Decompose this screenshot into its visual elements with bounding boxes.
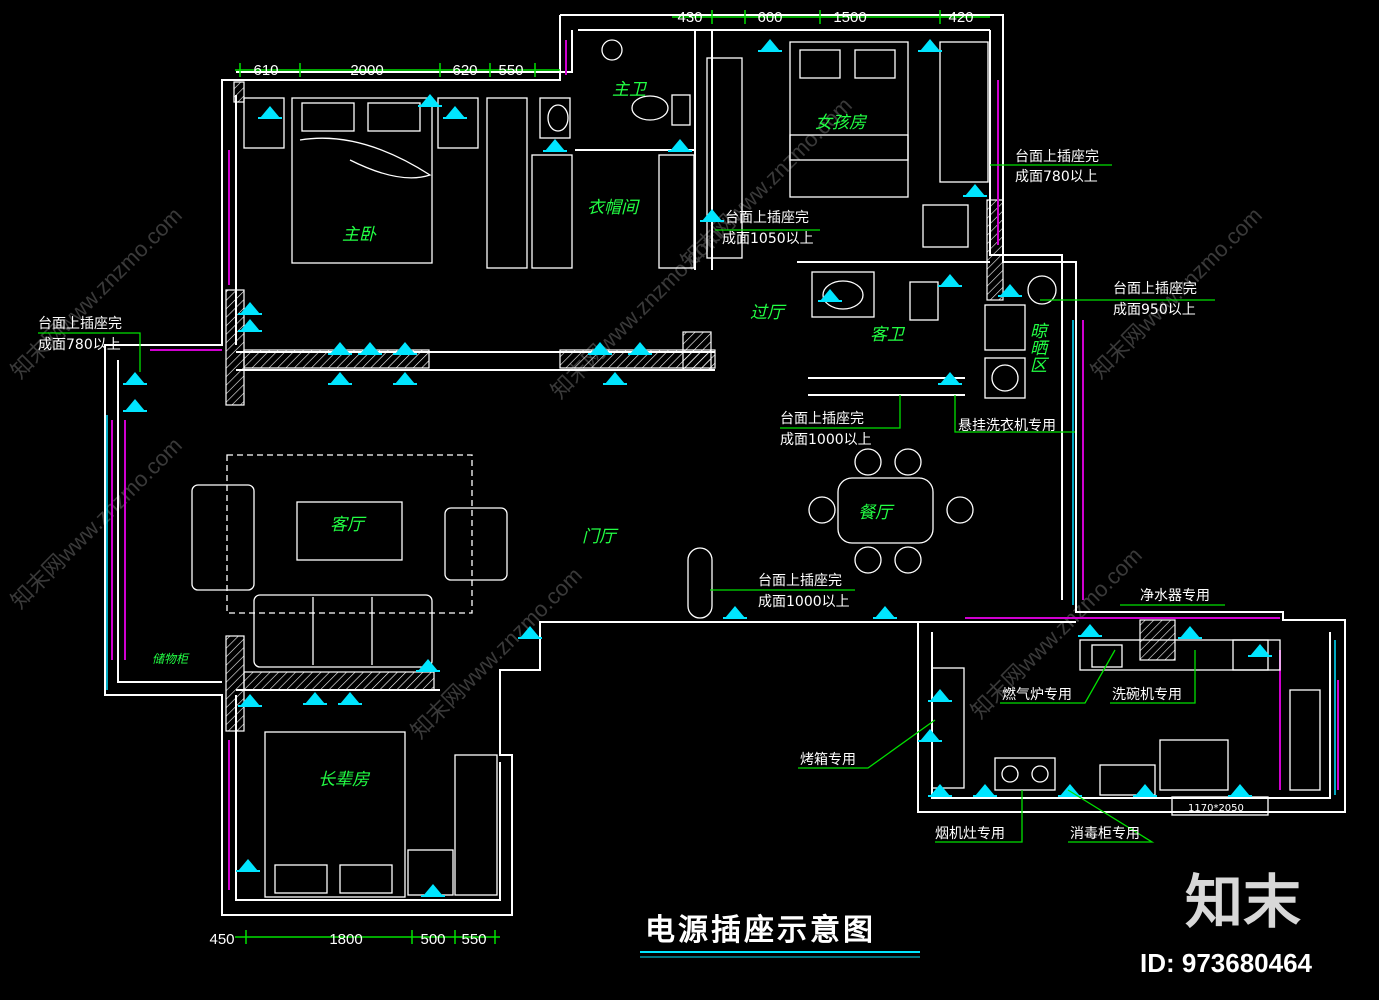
dim-left-3: 620 xyxy=(452,62,477,79)
dimension-lines xyxy=(235,10,990,944)
room-master-bath: 主卫 xyxy=(612,80,648,100)
brand-block: 知末 ID: 973680464 xyxy=(1140,868,1313,978)
note-5-line2: 成面1000以上 xyxy=(780,432,872,448)
note-water-purifier: 净水器专用 xyxy=(1140,588,1210,604)
note-1-line1: 台面上插座完 xyxy=(38,316,122,332)
dim-top-1: 430 xyxy=(677,9,702,26)
shower-icon xyxy=(601,39,623,61)
dim-bottom-3: 500 xyxy=(420,931,445,948)
room-master-bedroom: 主卧 xyxy=(342,225,377,245)
note-oven: 烤箱专用 xyxy=(800,752,856,768)
dim-bottom-1: 450 xyxy=(209,931,234,948)
svg-text:知末网www.znzmo.com: 知末网www.znzmo.com xyxy=(6,202,187,383)
svg-text:知末网www.znzmo.com: 知末网www.znzmo.com xyxy=(6,432,187,613)
dim-top-2: 600 xyxy=(757,9,782,26)
note-dishwasher: 洗碗机专用 xyxy=(1112,687,1182,703)
svg-text:知末网www.znzmo.com: 知末网www.znzmo.com xyxy=(406,562,587,743)
room-corridor-1: 过厅 xyxy=(750,303,787,323)
room-drying: 晾晒区 xyxy=(1026,322,1046,373)
windows xyxy=(106,40,1339,890)
note-sterilizer: 消毒柜专用 xyxy=(1070,826,1140,842)
leader-lines xyxy=(38,164,1225,843)
dim-left-4: 550 xyxy=(498,62,523,79)
note-2-line1: 台面上插座完 xyxy=(725,210,809,226)
bed-icon xyxy=(264,731,454,898)
note-cabinet-size: 1170*2050 xyxy=(1188,803,1244,814)
page-title: 电源插座示意图 xyxy=(645,913,876,948)
dimension-labels: 430 600 1500 420 610 2000 620 550 450 18… xyxy=(209,9,973,948)
annotations: 台面上插座完 成面780以上 台面上插座完 成面1050以上 台面上插座完 成面… xyxy=(38,149,1244,842)
room-elder: 长辈房 xyxy=(318,770,371,790)
note-3-line1: 台面上插座完 xyxy=(1015,149,1099,165)
washbasin-icon xyxy=(811,271,875,318)
stove-icon xyxy=(994,757,1056,791)
note-1-line2: 成面780以上 xyxy=(38,337,121,353)
room-labels: 主卧 主卫 衣帽间 女孩房 过厅 客卫 晾晒区 客厅 门厅 餐厅 长辈房 储物柜 xyxy=(152,80,1046,790)
note-range-hood: 烟机灶专用 xyxy=(935,826,1005,842)
dim-top-3: 1500 xyxy=(833,9,866,26)
furniture xyxy=(191,39,1321,898)
note-4-line1: 台面上插座完 xyxy=(1113,281,1197,297)
bed-icon xyxy=(789,41,909,198)
note-4-line2: 成面950以上 xyxy=(1113,302,1196,318)
toilet-icon xyxy=(909,281,939,321)
dim-bottom-2: 1800 xyxy=(329,931,362,948)
dim-left-2: 2000 xyxy=(350,62,383,79)
bed-icon xyxy=(243,97,479,264)
dim-bottom-4: 550 xyxy=(461,931,486,948)
brand-logo: 知末 xyxy=(1185,868,1301,936)
watermark-layer: 知末网www.znzmo.com 知末网www.znzmo.com 知末网www… xyxy=(6,92,1267,743)
note-gas-stove: 燃气炉专用 xyxy=(1002,686,1072,703)
note-2-line2: 成面1050以上 xyxy=(722,231,814,247)
dim-left-1: 610 xyxy=(253,62,278,79)
room-guest-bath: 客卫 xyxy=(870,325,906,345)
note-7-line2: 成面1000以上 xyxy=(758,594,850,610)
washbasin-icon xyxy=(539,97,571,139)
room-storage: 储物柜 xyxy=(152,652,190,666)
dining-table-icon xyxy=(808,448,974,574)
dim-top-4: 420 xyxy=(948,9,973,26)
note-3-line2: 成面780以上 xyxy=(1015,169,1098,185)
asset-id: ID: 973680464 xyxy=(1140,948,1313,978)
title-block: 电源插座示意图 xyxy=(640,913,920,958)
sofa-icon xyxy=(191,484,508,668)
note-7-line1: 台面上插座完 xyxy=(758,573,842,589)
walls xyxy=(104,14,1346,916)
note-washer: 悬挂洗衣机专用 xyxy=(958,418,1056,434)
room-cloakroom: 衣帽间 xyxy=(587,198,640,218)
washing-machine-icon xyxy=(984,357,1026,399)
room-foyer: 门厅 xyxy=(582,527,619,547)
toilet-icon xyxy=(631,94,691,126)
room-dining: 餐厅 xyxy=(858,503,895,523)
room-living: 客厅 xyxy=(330,515,367,535)
note-5-line1: 台面上插座完 xyxy=(780,411,864,427)
room-daughter: 女孩房 xyxy=(815,113,868,133)
